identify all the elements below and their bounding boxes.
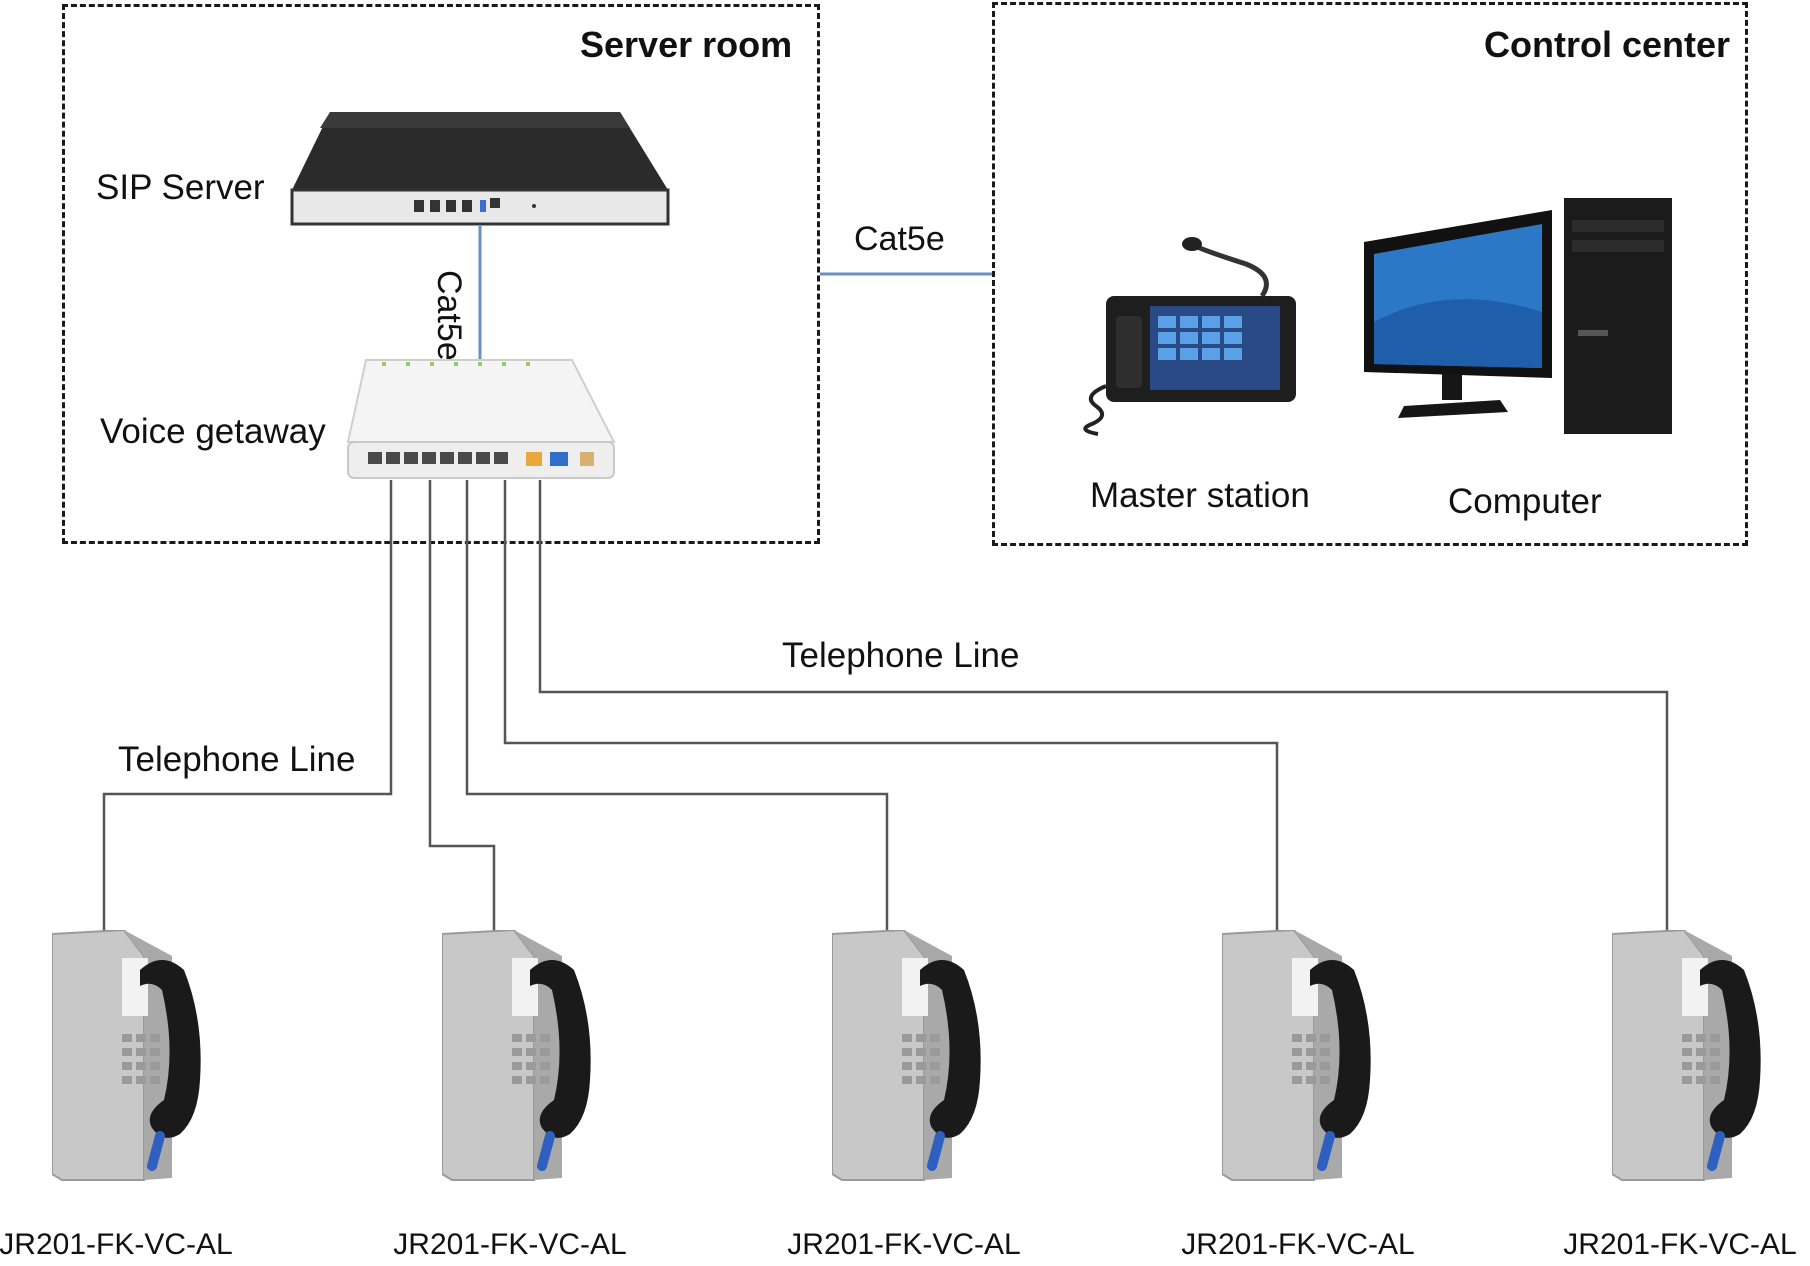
emergency-phone-icon [1222, 930, 1371, 1181]
phone-model-label: JR201-FK-VC-AL [787, 1228, 1021, 1261]
voice-gateway-icon [346, 359, 616, 479]
telephone-line-1 [102, 480, 393, 932]
control-center-title: Control center [1484, 24, 1731, 65]
phone-model-label: JR201-FK-VC-AL [1181, 1228, 1415, 1261]
telephone-line-label-left: Telephone Line [118, 740, 356, 779]
phone-model-label: JR201-FK-VC-AL [393, 1228, 627, 1261]
sip-server-label: SIP Server [96, 168, 265, 207]
telephone-line-label-right: Telephone Line [782, 636, 1020, 675]
emergency-phone-icon [1612, 930, 1761, 1181]
telephone-line-5 [538, 480, 1669, 932]
telephone-line-2 [428, 480, 496, 932]
master-station-icon [1083, 237, 1296, 436]
emergency-phone-icon [832, 930, 981, 1181]
phone-model-label: JR201-FK-VC-AL [1563, 1228, 1797, 1261]
sip-server-icon [290, 112, 670, 226]
master-station-label: Master station [1090, 476, 1310, 515]
server-room-zone [62, 4, 820, 544]
cat5e-label-horizontal: Cat5e [854, 220, 945, 258]
computer-label: Computer [1448, 482, 1602, 521]
telephone-line-3 [465, 480, 889, 932]
emergency-phone-icon [52, 930, 201, 1181]
emergency-phone-icon [442, 930, 591, 1181]
computer-icon [1364, 198, 1672, 434]
control-center-zone [992, 2, 1748, 546]
cat5e-label-vertical: Cat5e [430, 270, 468, 361]
telephone-line-4 [503, 480, 1279, 932]
voice-gateway-label: Voice getaway [100, 412, 326, 451]
phone-model-label: JR201-FK-VC-AL [0, 1228, 233, 1261]
server-room-title: Server room [580, 24, 793, 65]
